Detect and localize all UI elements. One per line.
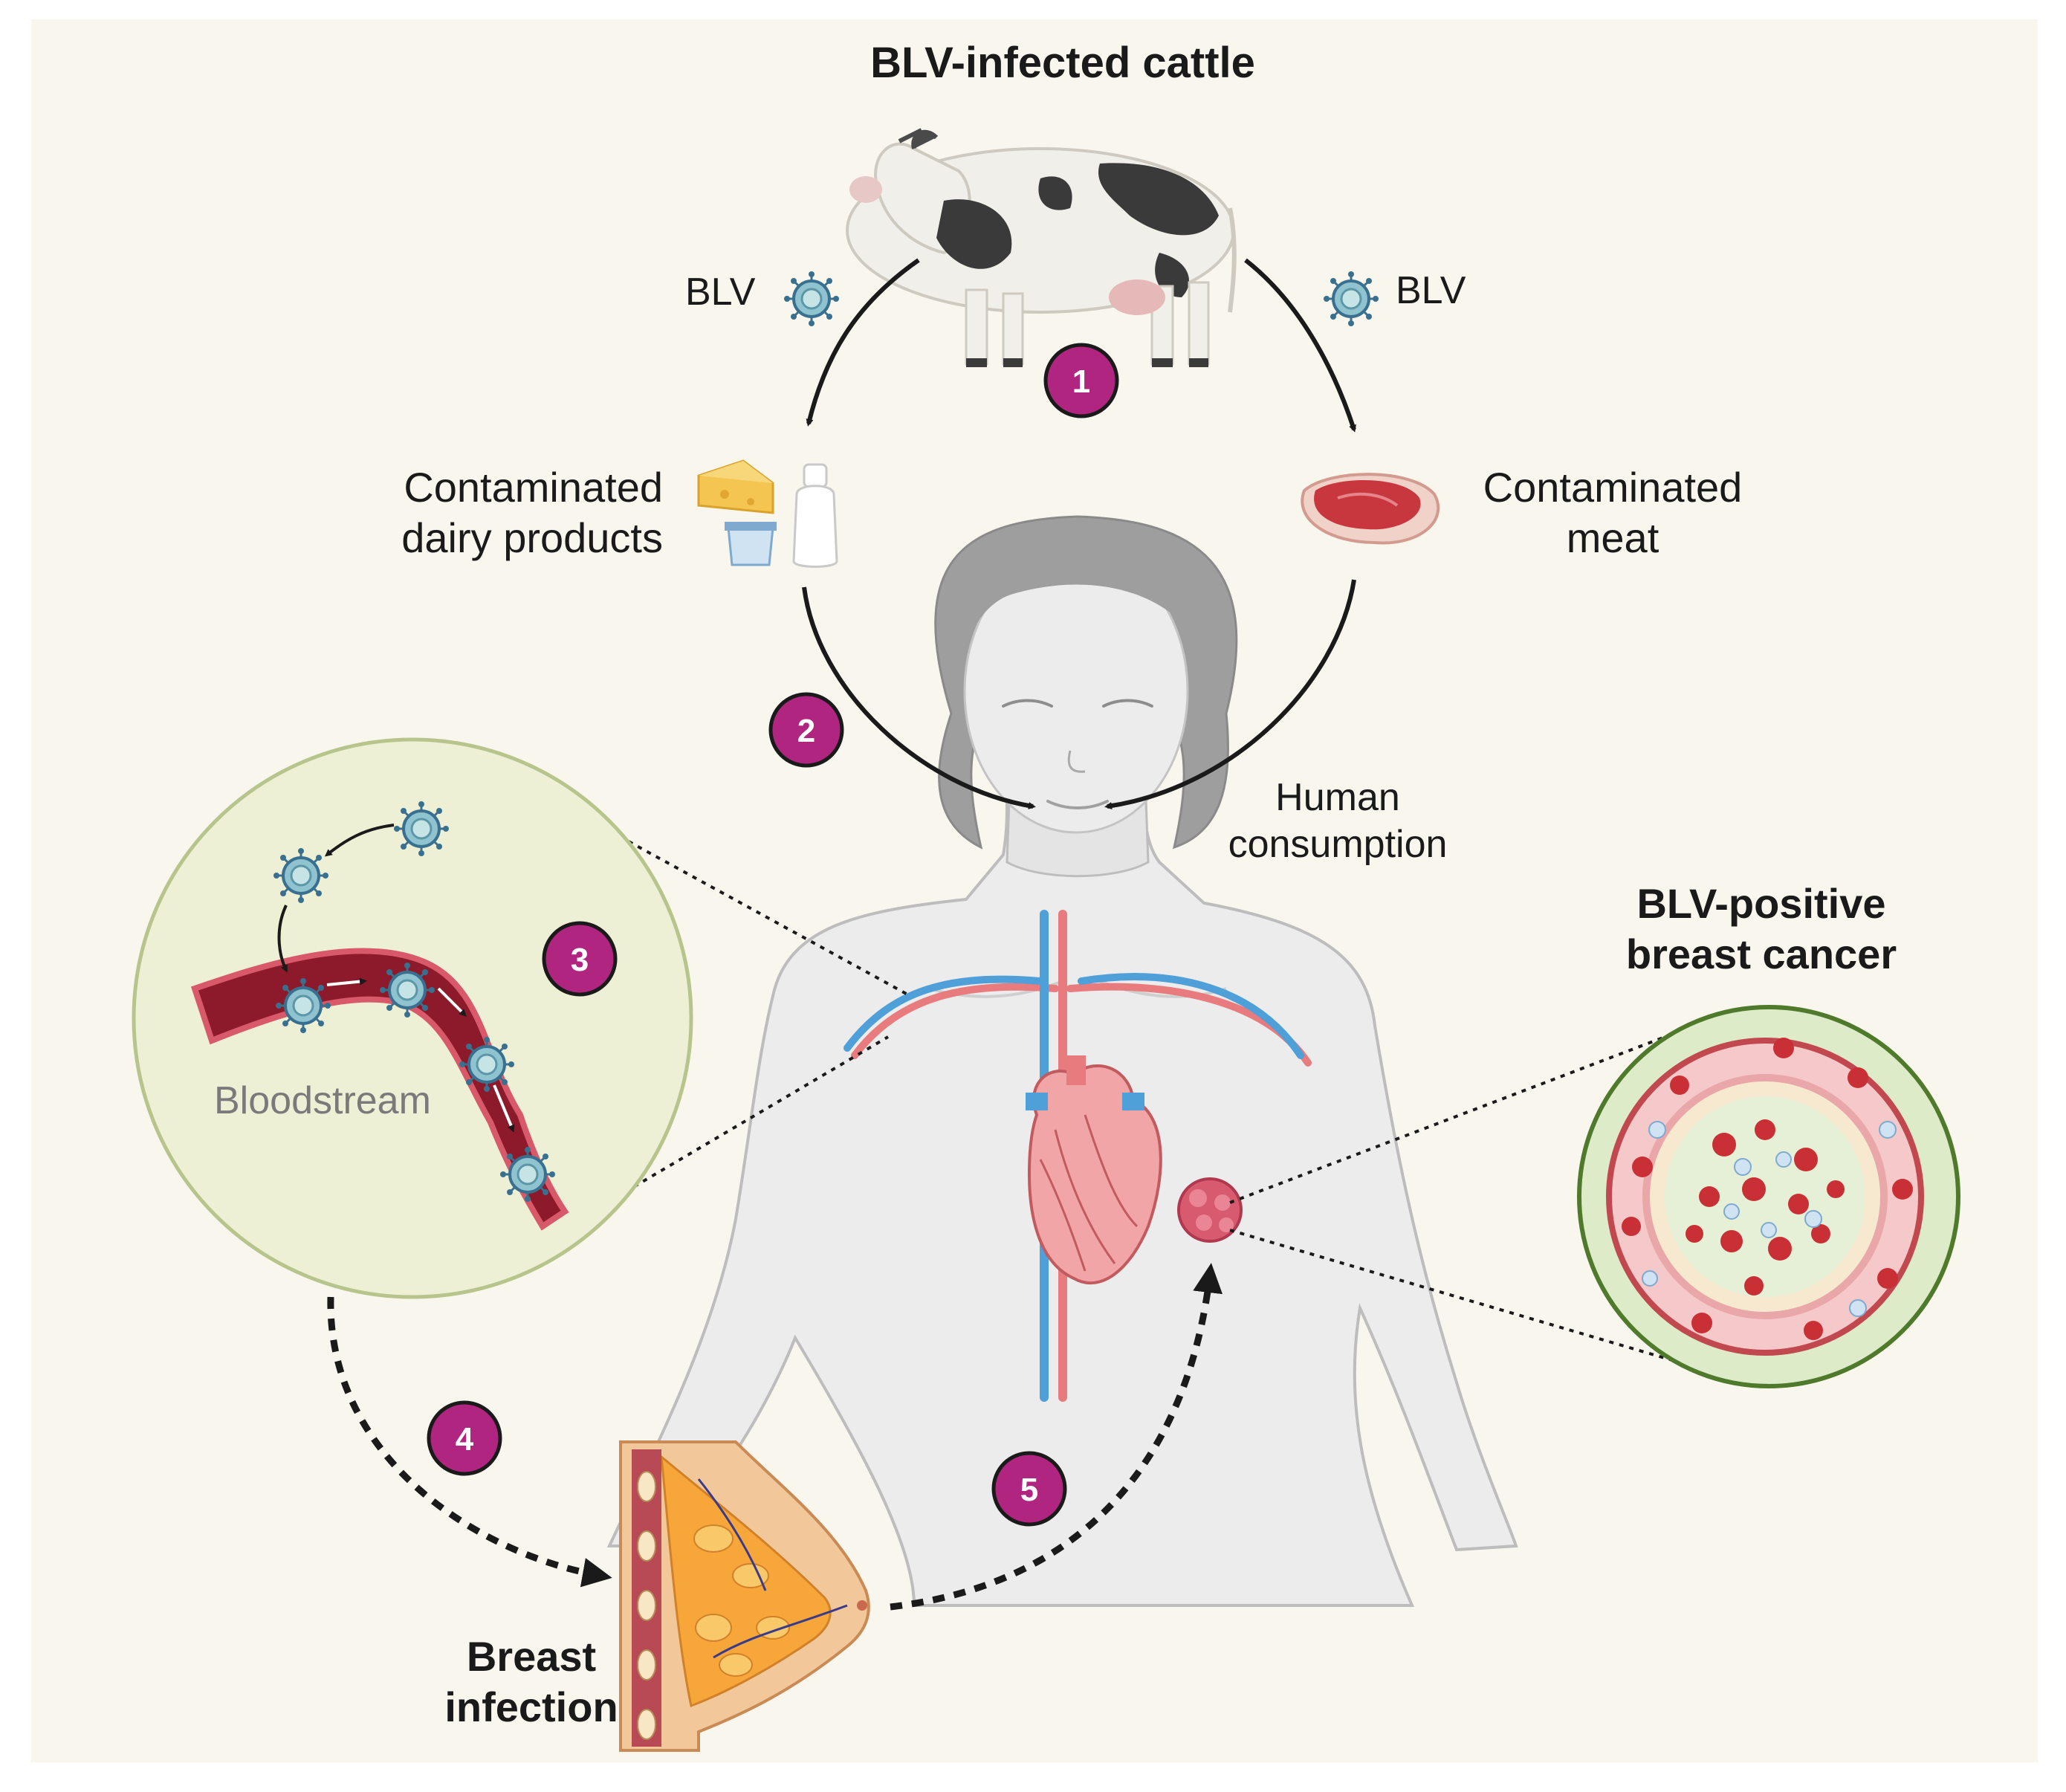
cheese-icon [697,459,774,514]
milk-bottle-icon [792,463,838,568]
steak-icon [1301,473,1440,545]
virus-label-left: BLV [685,271,756,314]
consumption-label-line-2: consumption [1228,823,1448,867]
infection-label-line-2: infection [444,1683,618,1731]
svg-text:1: 1 [1072,363,1090,400]
consumption-label: Human consumption [1196,774,1479,869]
step-badges: 1 2 3 4 5 [427,343,1119,1527]
heart-icon [1026,1055,1162,1285]
dairy-label-line-1: Contaminated [404,464,663,511]
infection-label-line-1: Breast [466,1633,597,1680]
meat-label-line-1: Contaminated [1483,464,1743,511]
yogurt-icon [725,522,777,566]
virus-icon [1322,270,1380,328]
diagram-title: BLV-infected cattle [870,39,1255,87]
step-badge-2: 2 [768,692,844,768]
cancer-label-line-2: breast cancer [1625,931,1897,978]
svg-text:5: 5 [1020,1472,1038,1508]
breast-anatomy-icon [619,1440,870,1752]
meat-label-line-2: meat [1566,514,1659,562]
flow-arrows [327,1263,1223,1611]
infection-label: Breast infection [424,1631,639,1733]
svg-text:4: 4 [456,1421,474,1458]
svg-text:2: 2 [797,713,815,749]
virus-label-right: BLV [1396,269,1466,312]
meat-label: Contaminated meat [1464,462,1761,564]
transmission-arrows [802,258,1356,810]
breast-cancer-inset [1229,1005,1960,1388]
step-badge-1: 1 [1043,343,1119,418]
tumor-icon [1177,1177,1243,1243]
cow-icon [846,128,1237,367]
svg-text:3: 3 [571,942,589,978]
dairy-label-line-2: dairy products [401,514,663,562]
bloodstream-label: Bloodstream [214,1079,431,1122]
dairy-label: Contaminated dairy products [327,462,663,564]
step-badge-4: 4 [427,1400,502,1476]
virus-icon [783,270,841,328]
step-badge-5: 5 [991,1451,1067,1527]
consumption-label-line-1: Human [1275,776,1400,819]
step-badge-3: 3 [542,921,618,997]
cancer-label: BLV-positive breast cancer [1590,879,1932,980]
bloodstream-inset [132,737,911,1299]
cancer-label-line-1: BLV-positive [1636,880,1886,927]
